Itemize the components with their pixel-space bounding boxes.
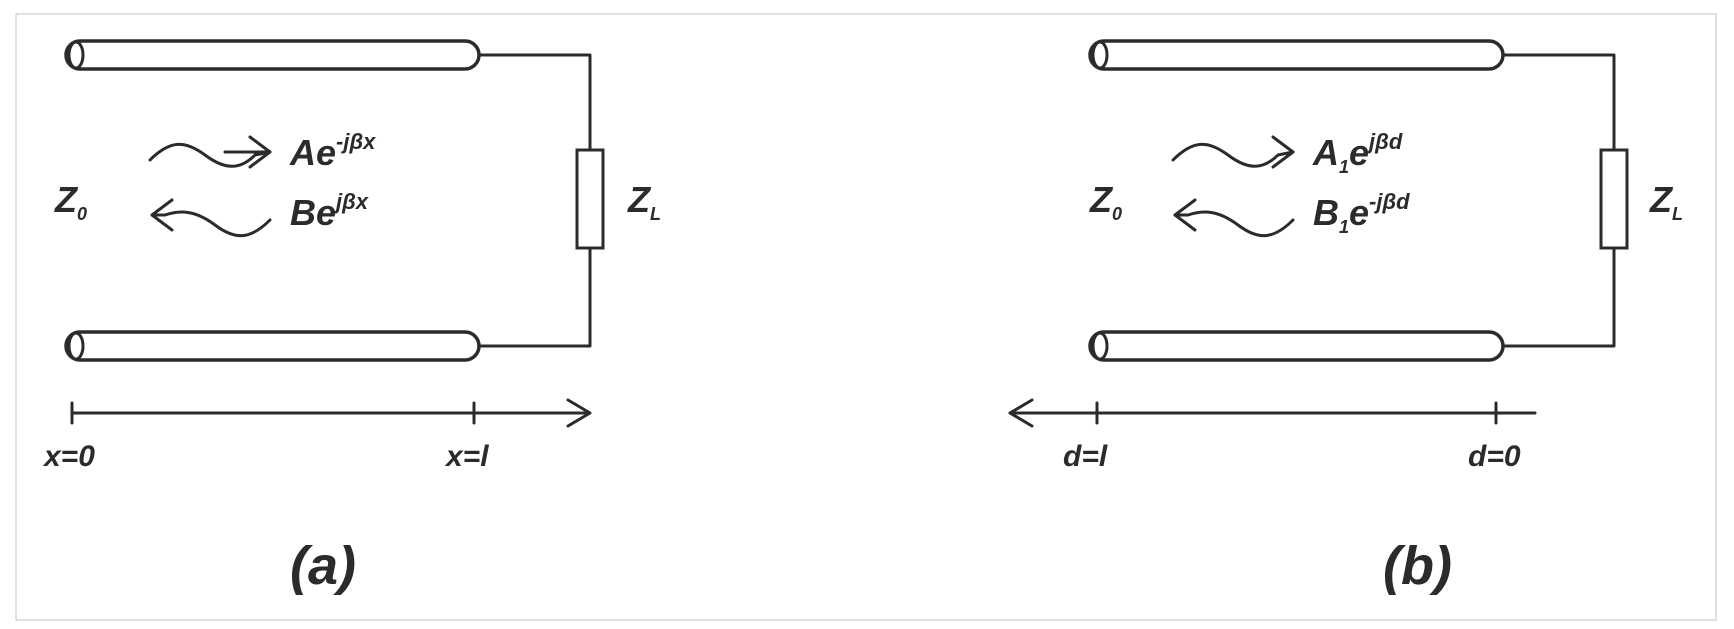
panel-a-forward-arrowhead (248, 135, 272, 169)
panel-a-z0-label: Z0 (54, 179, 87, 224)
panel-b-zl-label: ZL (1649, 179, 1683, 224)
panel-a: Z0 ZL Ae-jβx Bejβx x=0 x=l (a) (42, 39, 661, 596)
panel-b-bottom-conductor (1088, 330, 1505, 362)
panel-a-x-axis-arrowhead (566, 398, 592, 428)
panel-a-top-conductor (64, 39, 481, 71)
panel-a-forward-wave-label: Ae-jβx (289, 129, 376, 173)
panel-b-d-axis-arrowhead (1008, 398, 1034, 428)
panel-a-load-resistor (575, 148, 605, 250)
panel-b-forward-wave-label: A1ejβd (1312, 129, 1403, 177)
panel-b-z0-label: Z0 (1089, 179, 1122, 224)
panel-a-backward-arrowhead (150, 198, 174, 232)
panel-b-top-conductor (1088, 39, 1505, 71)
panel-a-axis-end-label: x=l (444, 440, 489, 473)
panel-a-zl-label: ZL (627, 179, 661, 224)
panel-b-forward-arrowhead (1271, 135, 1295, 169)
panel-b-load-resistor (1599, 148, 1629, 250)
panel-a-bottom-conductor (64, 330, 481, 362)
panel-b-load-wire-top (1501, 53, 1616, 152)
panel-a-caption: (a) (290, 536, 356, 596)
panel-b-axis-start-label: d=l (1063, 440, 1108, 473)
figure-frame (15, 13, 1717, 621)
panel-b-forward-wave-arrow (1171, 142, 1295, 168)
panel-a-backward-wave-label: Bejβx (290, 189, 369, 233)
panel-a-load-wire-bottom (477, 246, 592, 348)
panel-a-forward-wave-arrow (148, 142, 272, 168)
panel-b-backward-wave-arrow (1173, 210, 1295, 238)
panel-a-backward-wave-arrow (150, 210, 272, 238)
panel-b-backward-wave-label: B1e-jβd (1313, 189, 1410, 237)
panel-a-axis-start-label: x=0 (42, 440, 95, 473)
panel-a-load-wire-top (477, 53, 592, 152)
panel-b: Z0 ZL A1ejβd B1e-jβd d=l d=0 (b) (1008, 39, 1683, 596)
panel-b-caption: (b) (1383, 536, 1452, 596)
panel-b-backward-arrowhead (1173, 198, 1197, 232)
panel-b-load-wire-bottom (1501, 246, 1616, 348)
panel-b-axis-end-label: d=0 (1468, 440, 1521, 473)
